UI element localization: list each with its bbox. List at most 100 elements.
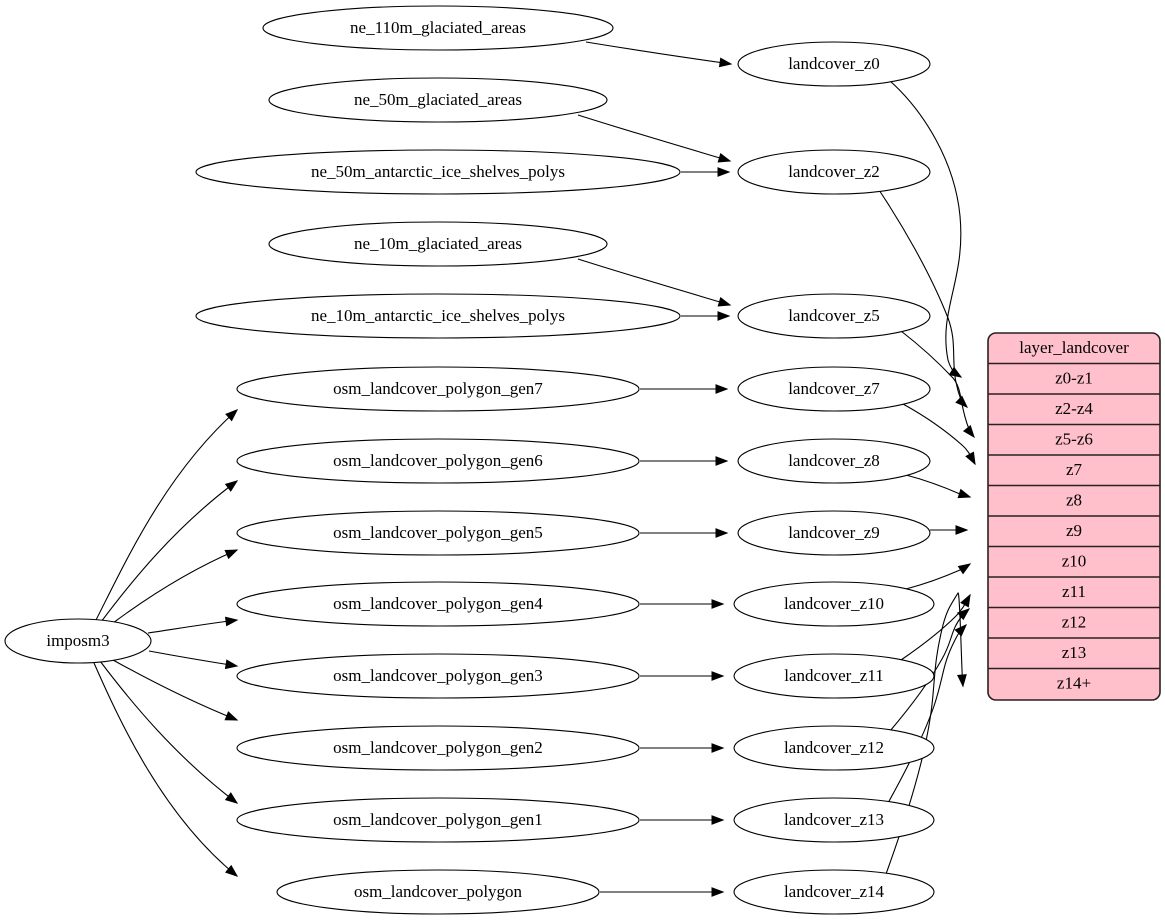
edge-imposm3-to-osm_landcover_polygon_gen7 bbox=[95, 409, 238, 621]
edge-imposm3-to-osm_landcover_polygon_gen6 bbox=[100, 480, 238, 623]
node-label-osm_landcover_polygon_gen7: osm_landcover_polygon_gen7 bbox=[333, 379, 543, 398]
node-landcover_z0[interactable]: landcover_z0 bbox=[737, 41, 931, 87]
arrowhead-imposm3-to-osm_landcover_polygon_gen5 bbox=[224, 549, 239, 560]
edge-imposm3-to-osm_landcover_polygon_gen3 bbox=[148, 650, 238, 667]
node-label-osm_landcover_polygon_gen1: osm_landcover_polygon_gen1 bbox=[333, 810, 543, 829]
node-shape-landcover_z14 bbox=[733, 869, 935, 915]
edge-imposm3-to-osm_landcover_polygon_gen4 bbox=[147, 619, 238, 634]
node-landcover_z11[interactable]: landcover_z11 bbox=[733, 653, 935, 699]
edge-ne_50m_glaciated_areas-to-landcover_z2 bbox=[577, 114, 731, 162]
node-landcover_z8[interactable]: landcover_z8 bbox=[737, 438, 931, 484]
node-shape-landcover_z13 bbox=[733, 797, 935, 843]
node-shape-landcover_z11 bbox=[733, 653, 935, 699]
node-osm_landcover_polygon_gen1[interactable]: osm_landcover_polygon_gen1 bbox=[236, 797, 640, 843]
node-shape-landcover_z9 bbox=[737, 510, 931, 556]
node-shape-ne_10m_glaciated_areas bbox=[268, 221, 608, 267]
arrowhead-landcover_z10-to-row_z10 bbox=[957, 563, 972, 575]
record-row-z11[interactable]: z11 bbox=[1062, 582, 1086, 601]
record-row-z7[interactable]: z7 bbox=[1066, 460, 1083, 479]
node-landcover_z2[interactable]: landcover_z2 bbox=[737, 149, 931, 195]
node-osm_landcover_polygon_gen2[interactable]: osm_landcover_polygon_gen2 bbox=[236, 725, 640, 771]
node-shape-osm_landcover_polygon_gen7 bbox=[236, 366, 640, 412]
node-label-ne_50m_glaciated_areas: ne_50m_glaciated_areas bbox=[354, 90, 522, 109]
node-shape-landcover_z2 bbox=[737, 149, 931, 195]
node-shape-osm_landcover_polygon_gen4 bbox=[236, 581, 640, 627]
edge-landcover_z0-to-row_z0-z1 bbox=[888, 79, 962, 378]
record-row-z0-z1[interactable]: z0-z1 bbox=[1055, 369, 1093, 388]
node-landcover_z9[interactable]: landcover_z9 bbox=[737, 510, 931, 556]
edges-layer bbox=[93, 41, 976, 897]
node-osm_landcover_polygon_gen3[interactable]: osm_landcover_polygon_gen3 bbox=[236, 653, 640, 699]
arrowhead-landcover_z12-to-row_z12 bbox=[957, 608, 971, 621]
node-label-landcover_z5: landcover_z5 bbox=[788, 306, 880, 325]
node-shape-osm_landcover_polygon bbox=[276, 869, 600, 915]
arrowhead-imposm3-to-osm_landcover_polygon_gen6 bbox=[224, 480, 239, 492]
edge-ne_110m_glaciated_areas-to-landcover_z0 bbox=[585, 41, 732, 65]
node-shape-osm_landcover_polygon_gen2 bbox=[236, 725, 640, 771]
node-shape-ne_50m_glaciated_areas bbox=[268, 77, 608, 123]
record-row-z13[interactable]: z13 bbox=[1062, 643, 1087, 662]
arrowhead-osm_landcover_polygon_gen5-to-landcover_z9 bbox=[715, 528, 729, 538]
node-label-ne_110m_glaciated_areas: ne_110m_glaciated_areas bbox=[350, 18, 526, 37]
arrowhead-imposm3-to-osm_landcover_polygon_gen4 bbox=[224, 616, 239, 627]
node-landcover_z10[interactable]: landcover_z10 bbox=[733, 581, 935, 627]
arrowhead-osm_landcover_polygon_gen7-to-landcover_z7 bbox=[715, 384, 729, 394]
node-landcover_z12[interactable]: landcover_z12 bbox=[733, 725, 935, 771]
edge-imposm3-to-osm_landcover_polygon_gen1 bbox=[99, 660, 238, 804]
node-label-landcover_z10: landcover_z10 bbox=[784, 594, 884, 613]
node-imposm3[interactable]: imposm3 bbox=[4, 618, 152, 664]
node-osm_landcover_polygon_gen7[interactable]: osm_landcover_polygon_gen7 bbox=[236, 366, 640, 412]
node-osm_landcover_polygon_gen5[interactable]: osm_landcover_polygon_gen5 bbox=[236, 510, 640, 556]
node-landcover_z14[interactable]: landcover_z14 bbox=[733, 869, 935, 915]
record-row-z9[interactable]: z9 bbox=[1066, 521, 1082, 540]
node-shape-imposm3 bbox=[4, 618, 152, 664]
node-ne_10m_antarctic_ice_shelves_polys[interactable]: ne_10m_antarctic_ice_shelves_polys bbox=[195, 293, 681, 339]
node-ne_10m_glaciated_areas[interactable]: ne_10m_glaciated_areas bbox=[268, 221, 608, 267]
record-row-z10[interactable]: z10 bbox=[1062, 552, 1087, 571]
node-label-osm_landcover_polygon: osm_landcover_polygon bbox=[354, 882, 523, 901]
node-landcover_z7[interactable]: landcover_z7 bbox=[737, 366, 931, 412]
node-label-ne_50m_antarctic_ice_shelves_polys: ne_50m_antarctic_ice_shelves_polys bbox=[311, 162, 565, 181]
arrowhead-osm_landcover_polygon_gen2-to-landcover_z12 bbox=[711, 743, 725, 753]
node-label-osm_landcover_polygon_gen2: osm_landcover_polygon_gen2 bbox=[333, 738, 543, 757]
arrowhead-osm_landcover_polygon_gen1-to-landcover_z13 bbox=[711, 815, 725, 825]
record-row-z12[interactable]: z12 bbox=[1062, 613, 1087, 632]
node-landcover_z5[interactable]: landcover_z5 bbox=[737, 293, 931, 339]
arrowhead-osm_landcover_polygon_gen4-to-landcover_z10 bbox=[711, 599, 725, 609]
arrowhead-osm_landcover_polygon_gen6-to-landcover_z8 bbox=[715, 456, 729, 466]
record-row-z2-z4[interactable]: z2-z4 bbox=[1055, 399, 1093, 418]
arrowhead-ne_10m_glaciated_areas-to-landcover_z5 bbox=[717, 297, 732, 307]
node-label-osm_landcover_polygon_gen5: osm_landcover_polygon_gen5 bbox=[333, 523, 543, 542]
record-row-z5-z6[interactable]: z5-z6 bbox=[1055, 430, 1093, 449]
node-shape-landcover_z12 bbox=[733, 725, 935, 771]
arrowhead-landcover_z14-to-row_z14+ bbox=[957, 674, 967, 688]
arrowhead-imposm3-to-osm_landcover_polygon_gen7 bbox=[225, 409, 239, 422]
edge-landcover_z13-to-row_z13 bbox=[887, 624, 967, 804]
node-ne_50m_glaciated_areas[interactable]: ne_50m_glaciated_areas bbox=[268, 77, 608, 123]
arrowhead-landcover_z9-to-row_z9 bbox=[955, 525, 969, 535]
node-ne_50m_antarctic_ice_shelves_polys[interactable]: ne_50m_antarctic_ice_shelves_polys bbox=[195, 149, 681, 195]
record-row-z14+[interactable]: z14+ bbox=[1057, 674, 1091, 693]
node-label-landcover_z2: landcover_z2 bbox=[788, 162, 880, 181]
node-label-landcover_z8: landcover_z8 bbox=[788, 451, 880, 470]
arrowhead-ne_110m_glaciated_areas-to-landcover_z0 bbox=[718, 57, 733, 68]
node-shape-ne_50m_antarctic_ice_shelves_polys bbox=[195, 149, 681, 195]
node-shape-landcover_z8 bbox=[737, 438, 931, 484]
arrowhead-landcover_z5-to-row_z5-z6 bbox=[962, 424, 975, 439]
node-osm_landcover_polygon_gen6[interactable]: osm_landcover_polygon_gen6 bbox=[236, 438, 640, 484]
record-table-layer[interactable]: layer_landcoverz0-z1z2-z4z5-z6z7z8z9z10z… bbox=[987, 332, 1161, 701]
node-ne_110m_glaciated_areas[interactable]: ne_110m_glaciated_areas bbox=[262, 5, 614, 51]
node-label-landcover_z7: landcover_z7 bbox=[788, 379, 880, 398]
record-row-z8[interactable]: z8 bbox=[1066, 491, 1082, 510]
node-label-ne_10m_glaciated_areas: ne_10m_glaciated_areas bbox=[354, 234, 522, 253]
node-label-landcover_z13: landcover_z13 bbox=[784, 810, 884, 829]
edge-imposm3-to-osm_landcover_polygon bbox=[93, 662, 238, 877]
node-label-landcover_z11: landcover_z11 bbox=[784, 666, 883, 685]
node-label-osm_landcover_polygon_gen3: osm_landcover_polygon_gen3 bbox=[333, 666, 543, 685]
node-landcover_z13[interactable]: landcover_z13 bbox=[733, 797, 935, 843]
arrowhead-landcover_z7-to-row_z7 bbox=[965, 451, 976, 466]
node-osm_landcover_polygon[interactable]: osm_landcover_polygon bbox=[276, 869, 600, 915]
node-osm_landcover_polygon_gen4[interactable]: osm_landcover_polygon_gen4 bbox=[236, 581, 640, 627]
